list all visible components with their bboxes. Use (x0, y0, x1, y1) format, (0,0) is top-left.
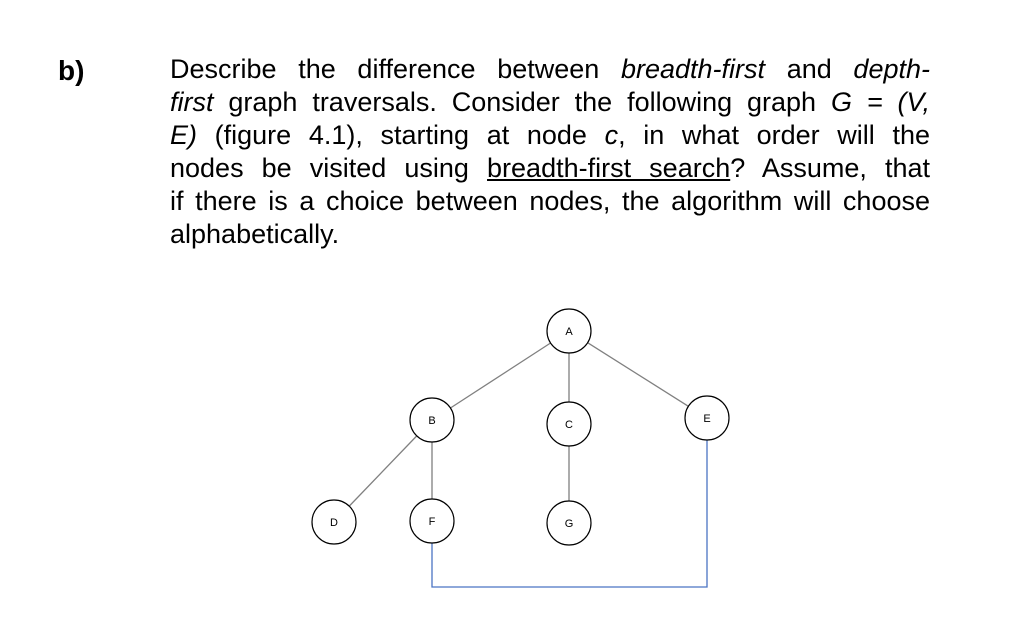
node-c: C (546, 401, 592, 447)
node-a: A (546, 308, 592, 354)
node-label: G (565, 518, 574, 530)
text-segment: , in what order will the (618, 120, 930, 150)
node-e: E (684, 395, 730, 441)
node-g: G (546, 500, 592, 546)
node-circle (546, 500, 592, 546)
text-segment: Describe the difference between (170, 54, 621, 84)
node-label: F (429, 516, 436, 528)
node-circle (684, 395, 730, 441)
node-label: B (428, 415, 435, 427)
node-label: E (703, 413, 710, 425)
node-label: A (565, 326, 573, 338)
question-label: b) (58, 55, 85, 86)
emphasis-node-c: c (604, 120, 619, 150)
emphasis-graph-definition: G = (V, (830, 87, 930, 117)
question-line-5: if there is a choice between nodes, the … (170, 186, 930, 216)
text-segment: nodes be visited using (170, 153, 488, 183)
emphasis-edges: E) (170, 120, 197, 150)
emphasis-first: first (170, 87, 214, 117)
edge-b-d (348, 435, 418, 507)
node-f: F (409, 498, 455, 544)
text-segment: ? Assume, that (730, 153, 930, 183)
question-line-1: Describe the difference between breadth-… (170, 53, 930, 86)
edge-a-b (450, 342, 551, 409)
graph-nodes: A B C E D F G (311, 308, 730, 546)
emphasis-depth: depth- (853, 54, 930, 84)
question-line-4: nodes be visited using breadth-first sea… (170, 152, 930, 185)
graph-edges (348, 342, 708, 588)
question-text: Describe the difference between breadth-… (170, 53, 930, 251)
node-label: C (565, 419, 573, 431)
node-circle (311, 499, 357, 545)
node-circle (409, 397, 455, 443)
underlined-bfs: breadth-first search (487, 153, 731, 183)
emphasis-breadth-first: breadth-first (620, 54, 766, 84)
node-label: D (330, 517, 338, 529)
text-segment: graph traversals. Consider the following… (213, 87, 831, 117)
text-segment: (figure 4.1), starting at node (197, 120, 605, 150)
edge-a-e (587, 342, 689, 407)
node-d: D (311, 499, 357, 545)
node-circle (409, 498, 455, 544)
edge-f-e (431, 440, 708, 588)
question-line-2: first graph traversals. Consider the fol… (170, 86, 930, 119)
question-line-3: E) (figure 4.1), starting at node c, in … (170, 119, 930, 152)
node-b: B (409, 397, 455, 443)
text-segment: and (765, 54, 854, 84)
node-circle (546, 401, 592, 447)
node-circle (546, 308, 592, 354)
question-line-6: alphabetically. (170, 219, 340, 249)
